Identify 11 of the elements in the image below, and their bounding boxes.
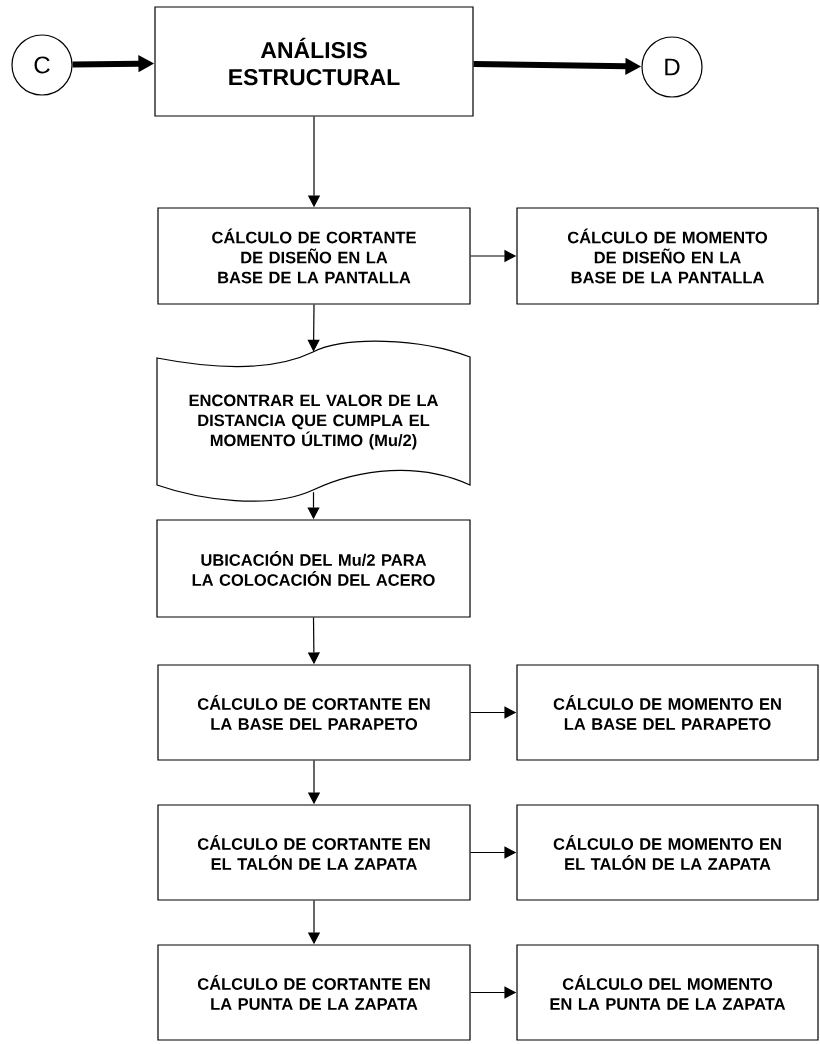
arrow [307, 304, 320, 352]
process-box: CÁLCULO DE MOMENTO EN EL TALÓN DE LA ZAPATA [516, 804, 819, 901]
process-box: CÁLCULO DE CORTANTE EN EL TALÓN DE LA ZAPATA [157, 804, 471, 901]
process-box: CÁLCULO DE MOMENTO EN LA BASE DEL PARAPETO [516, 664, 819, 761]
process-box: CÁLCULO DE CORTANTE EN LA BASE DEL PARAPETO [157, 664, 471, 761]
process-box: CÁLCULO DE CORTANTE DE DISEÑO EN LA BASE DE LA PANTALLA [157, 207, 471, 305]
process-box: CÁLCULO DE MOMENTO DE DISEÑO EN LA BASE DE LA PANTALLA [516, 207, 819, 305]
process-box: CÁLCULO DE CORTANTE EN LA PUNTA DE LA ZAPATA [157, 944, 471, 1041]
process-box: UBICACIÓN DEL Mu/2 PARA LA COLOCACIÓN DEL ACERO [156, 519, 471, 618]
process-box: CÁLCULO DEL MOMENTO EN LA PUNTA DE LA ZAPATA [516, 944, 819, 1041]
process-box: ANÁLISIS ESTRUCTURAL [154, 6, 474, 117]
